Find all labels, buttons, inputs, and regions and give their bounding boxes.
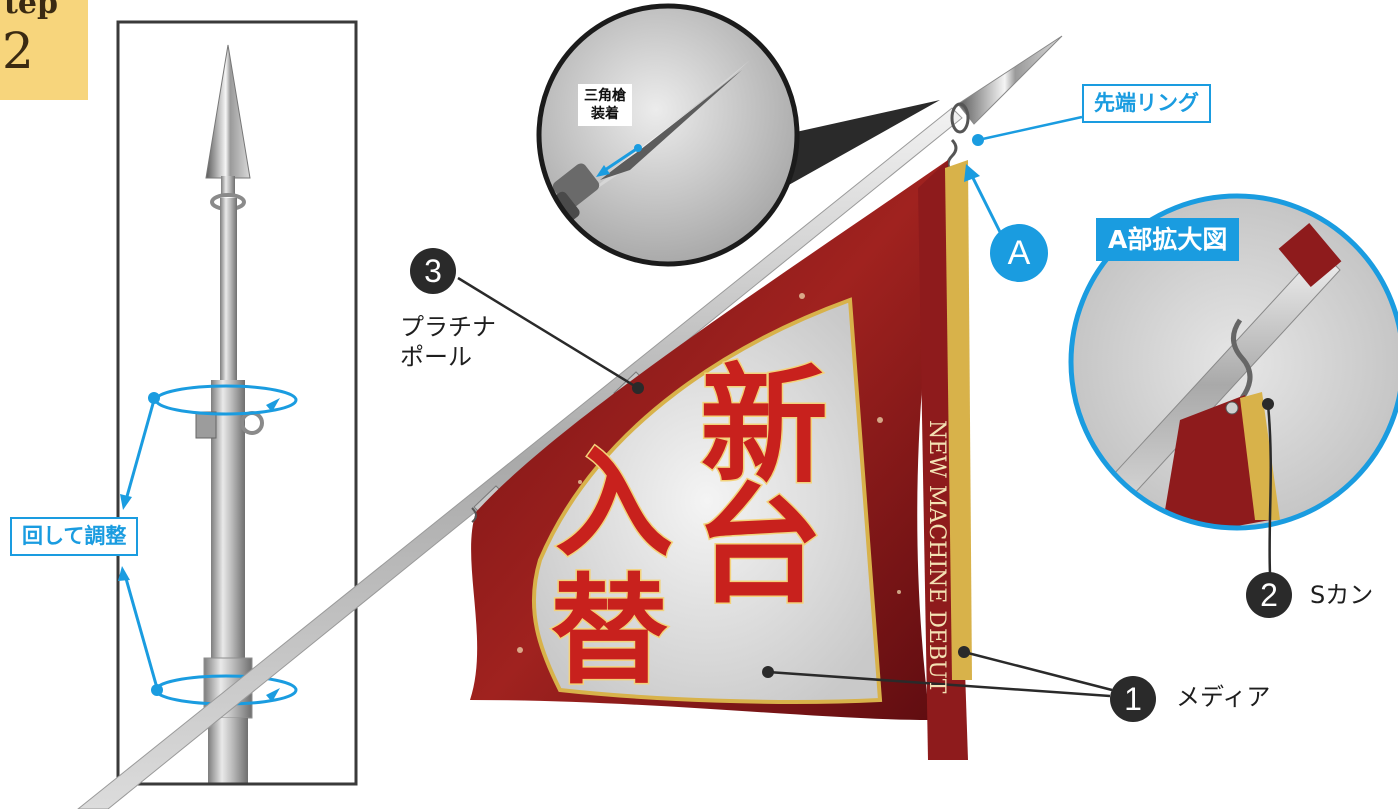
flag-char-1: 新 (700, 351, 828, 501)
leader-lines (457, 115, 1274, 698)
flag-char-3: 入 (555, 434, 673, 573)
flag-media (470, 160, 972, 760)
part-1-number: 1 (1110, 676, 1156, 722)
flag-char-2: 台 (695, 471, 823, 621)
part-3-name: プラチナ ポール (400, 313, 496, 371)
spear-mount-label: 三角槍 装着 (578, 84, 632, 127)
part-3-number: 3 (410, 248, 456, 294)
step-word: tep (4, 0, 58, 21)
step-number: 2 (2, 22, 34, 80)
tip-ring-label: 先端リング (1082, 84, 1211, 123)
flag-tail-text: NEW MACHINE DEBUT (924, 420, 949, 694)
part-2-name: Sカン (1310, 581, 1374, 609)
flag-char-4: 替 (550, 561, 668, 700)
zoom-a-label: A部拡大図 (1096, 218, 1240, 261)
point-a-badge: A (990, 224, 1048, 282)
part-1-name: メディア (1176, 683, 1271, 711)
spear-zoom-circle (536, 3, 940, 267)
part-2-number: 2 (1246, 572, 1292, 618)
pole-detail-panel (116, 20, 358, 786)
adjust-label: 回して調整 (10, 517, 139, 556)
flag-characters: 新 台 入 替 (549, 350, 830, 702)
step-badge: tep 2 (0, 0, 88, 100)
